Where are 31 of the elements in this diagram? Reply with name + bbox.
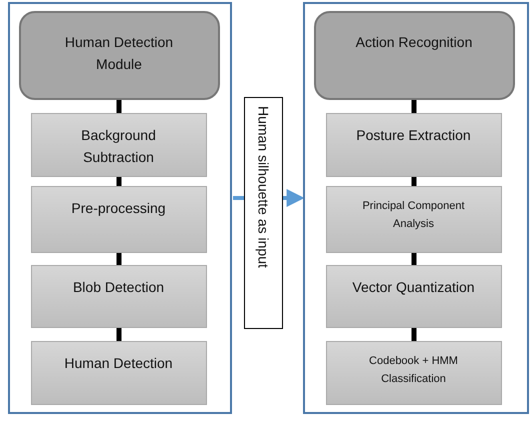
process-box [30,264,206,328]
connector-line [116,328,122,341]
connector-line [116,253,122,265]
module-header [18,10,220,100]
node-label: Blob Detection [72,278,164,296]
module-header [314,10,514,100]
connector-line [412,100,416,113]
process-box [326,340,502,404]
process-box [326,264,502,328]
node-label: Pre-processing [71,198,166,218]
module-panel [8,2,232,414]
connector-line [412,253,416,265]
connector-line [412,177,416,186]
process-box [326,186,502,252]
module-panel [303,2,529,414]
node-label: Human Detection Module [64,32,174,74]
process-box [326,112,502,176]
connector-line [116,177,122,186]
node-label: Codebook + HMM Classification [368,354,459,386]
connector-line [412,328,416,341]
node-label: Human Detection [64,354,173,372]
node-label: Background Subtraction [80,126,157,166]
process-box [30,186,206,252]
edge-label: Human silhouette as input [244,97,283,329]
node-label: Posture Extraction [356,126,471,144]
node-label: Action Recognition [356,32,472,52]
node-label: Vector Quantization [352,278,475,297]
process-box [30,112,206,176]
connector-line [116,100,122,113]
node-label: Principal Component Analysis [361,198,466,232]
process-box [30,340,206,404]
